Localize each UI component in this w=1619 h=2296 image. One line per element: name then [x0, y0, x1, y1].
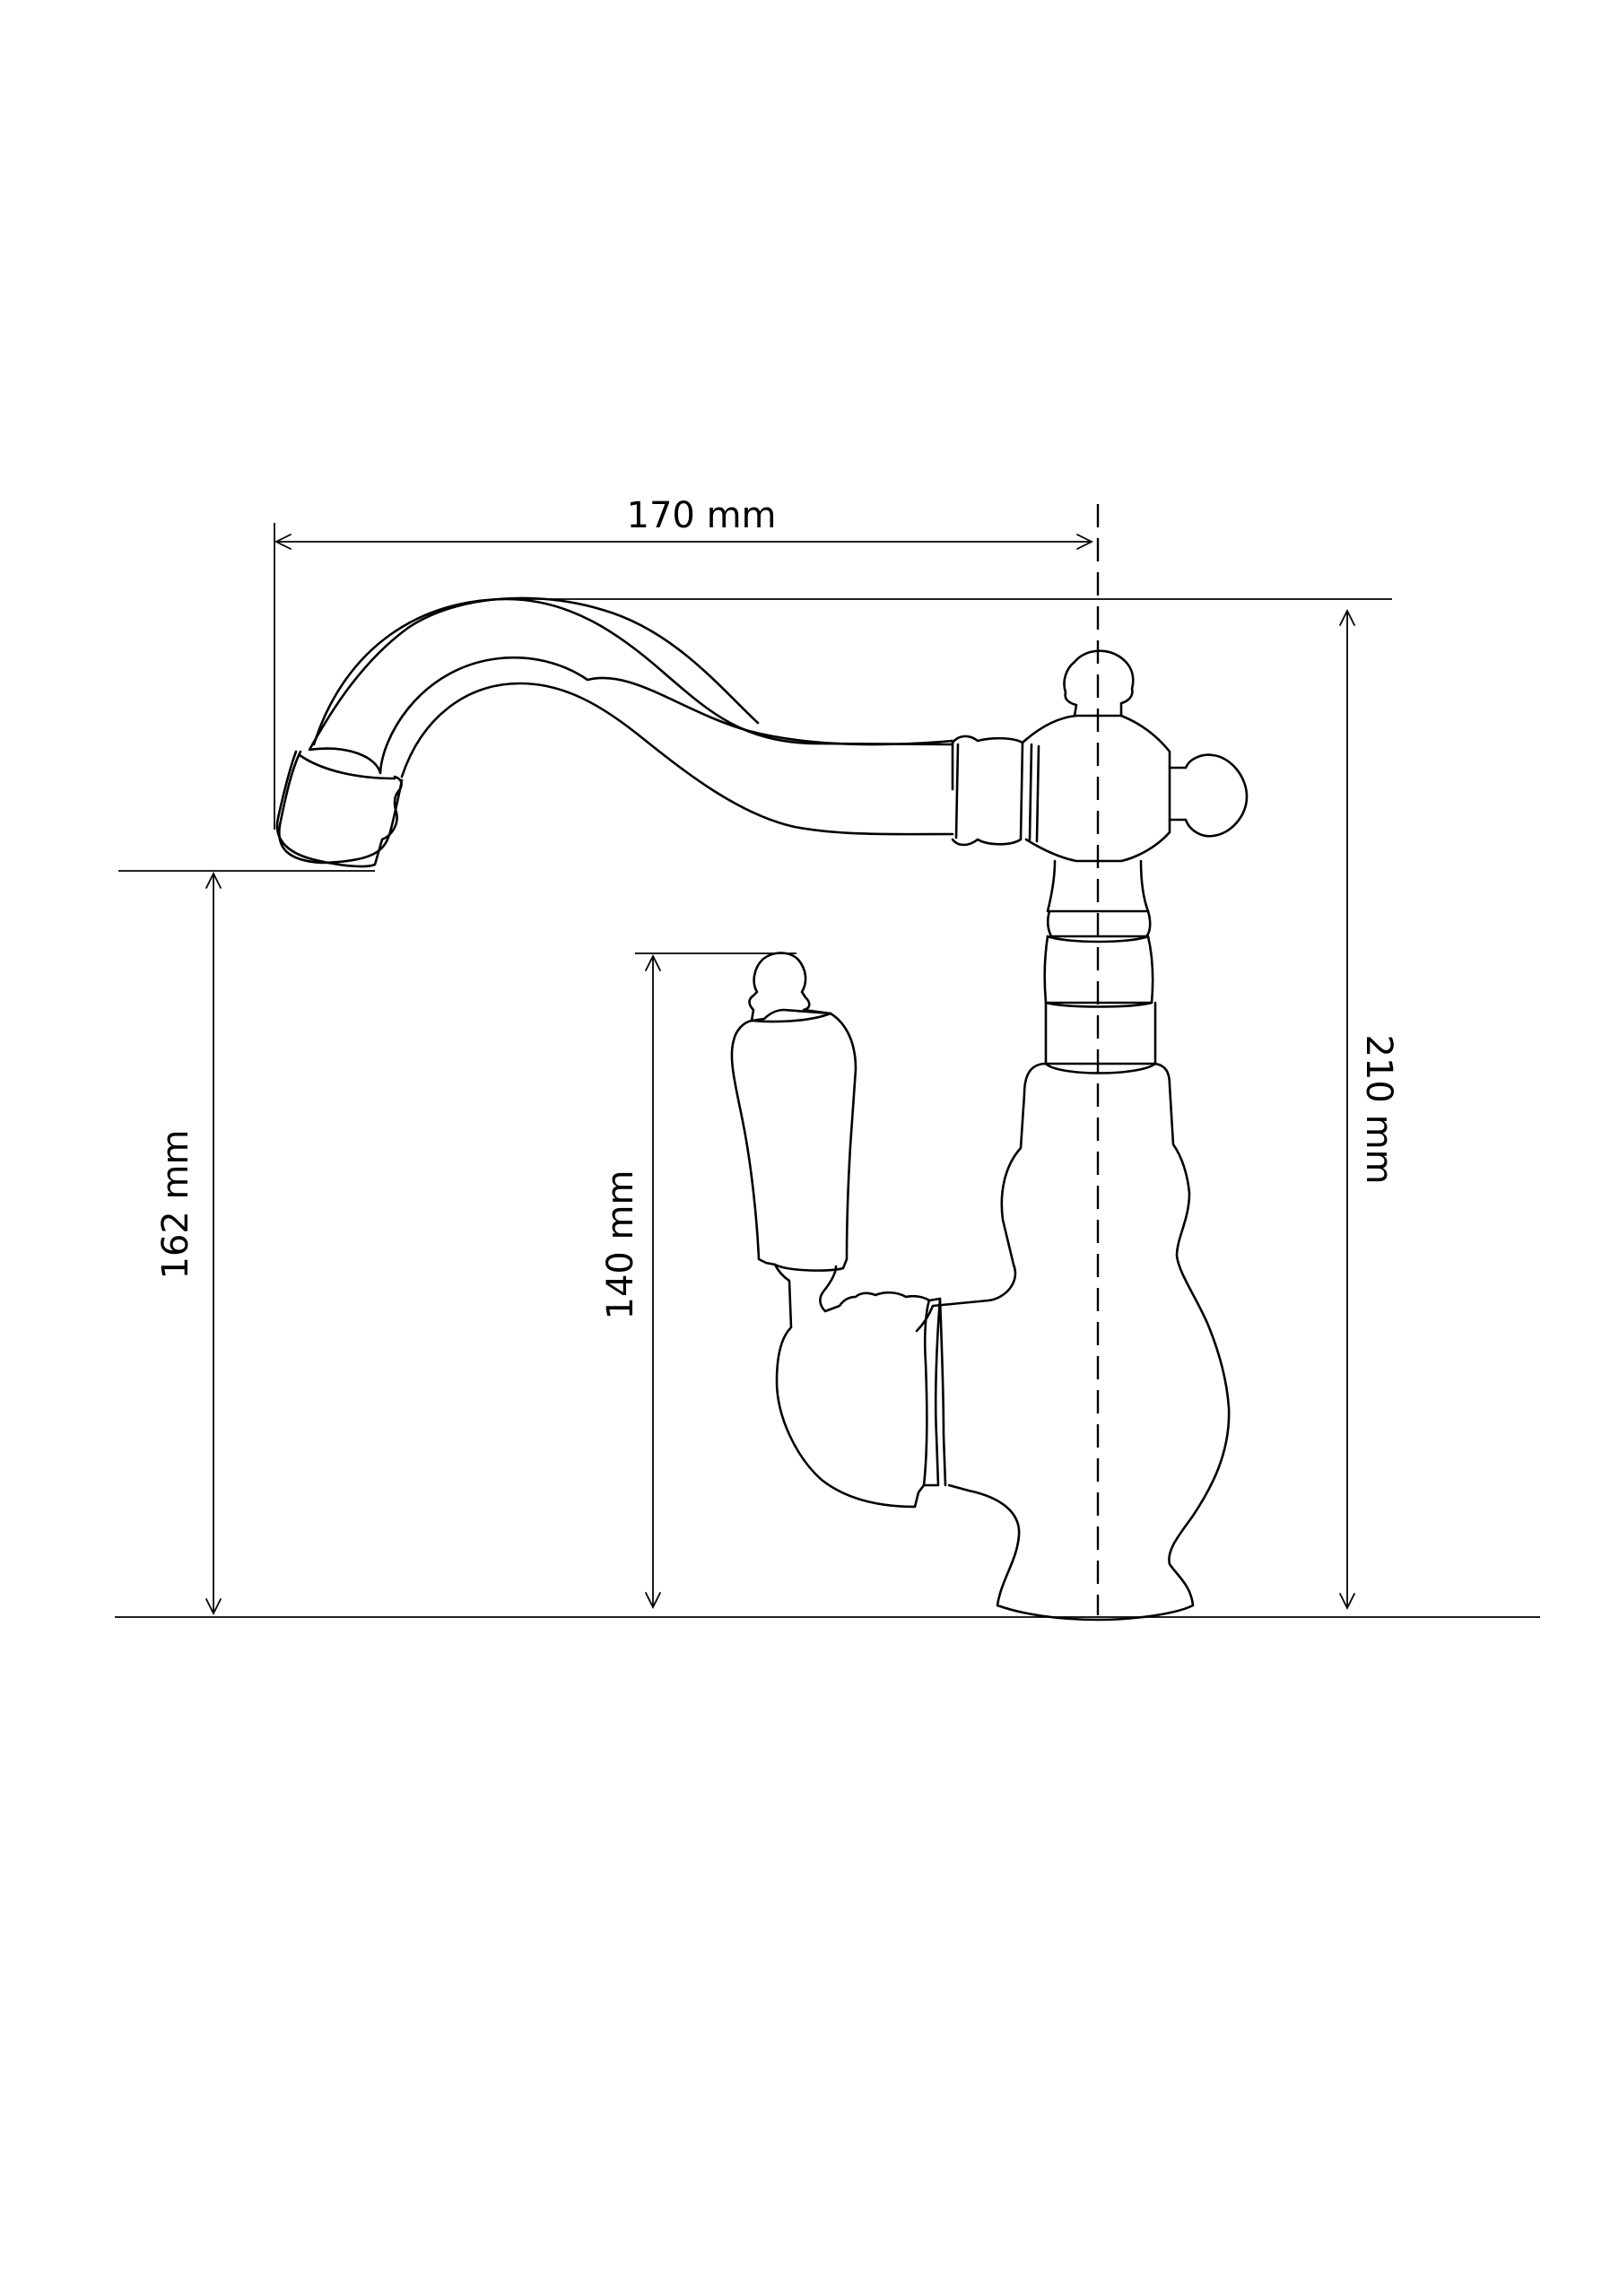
arrowhead-bottom [205, 1598, 222, 1616]
arrowhead-top [645, 953, 661, 971]
faucet-outline [275, 596, 1249, 1622]
side-knob [1168, 753, 1249, 838]
dimension-label: 170 mm [627, 495, 777, 536]
spout-body-lower [400, 682, 954, 836]
dimension-label: 210 mm [1358, 1035, 1399, 1185]
dimension-handle-height: 140 mm [600, 953, 661, 1610]
arrowhead-left [274, 534, 292, 550]
handle-finial [748, 952, 832, 1022]
arrowhead-top [1339, 608, 1355, 626]
spout-body-upper [312, 597, 954, 746]
top-knob [1063, 649, 1135, 718]
handle-lever [730, 1008, 857, 1272]
neck-rings [1043, 859, 1157, 1065]
handle-connector [773, 1263, 931, 1509]
arrowhead-top [205, 871, 222, 889]
neck-ring-bands [1044, 935, 1157, 1074]
aerator [275, 750, 403, 868]
handle-base-collar [922, 1297, 947, 1487]
spout-collar [951, 735, 1024, 847]
arrowhead-bottom [645, 1592, 661, 1610]
upper-body [1021, 714, 1171, 863]
arrowhead-bottom [1339, 1593, 1355, 1611]
dimension-spout-height: 162 mm [155, 871, 222, 1616]
dimension-total-height: 210 mm [1339, 608, 1399, 1611]
arrowhead-right [1076, 534, 1094, 550]
lower-body [915, 1062, 1231, 1622]
spout [277, 596, 954, 865]
dimension-label: 140 mm [600, 1170, 641, 1320]
dimension-label: 162 mm [155, 1130, 196, 1280]
dimension-spout-reach: 170 mm [274, 495, 1094, 550]
